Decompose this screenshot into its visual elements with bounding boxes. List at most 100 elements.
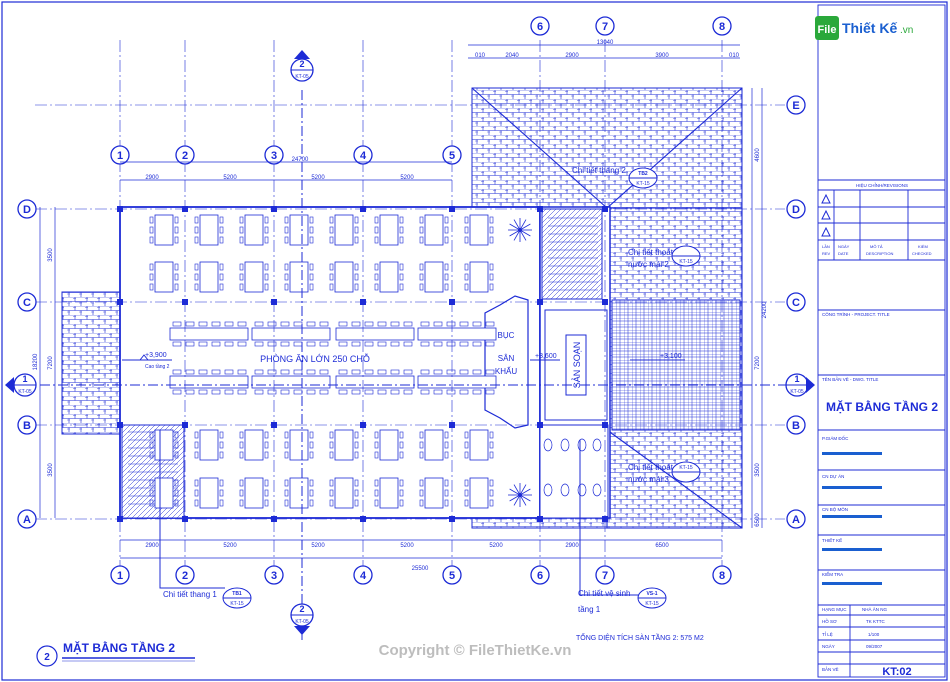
hall-outline bbox=[119, 206, 541, 519]
chair bbox=[374, 283, 379, 291]
chair bbox=[485, 369, 495, 375]
svg-text:File: File bbox=[818, 24, 837, 36]
chair bbox=[185, 321, 195, 327]
grid-bubble-label: 7 bbox=[602, 570, 608, 582]
chair bbox=[377, 389, 387, 395]
dim-right-total: 24200 bbox=[762, 301, 768, 318]
dim-bottom-span: 5200 bbox=[400, 543, 414, 549]
chair bbox=[444, 283, 449, 291]
chair bbox=[309, 431, 314, 439]
dim-bottom-span: 5200 bbox=[489, 543, 503, 549]
dim-right-top-span: 010 bbox=[729, 53, 740, 59]
chair bbox=[464, 236, 469, 244]
chair bbox=[319, 341, 329, 347]
chair bbox=[444, 451, 449, 459]
chair bbox=[374, 479, 379, 487]
chair bbox=[306, 321, 316, 327]
chair bbox=[390, 321, 400, 327]
dim-top-span: 5200 bbox=[223, 175, 237, 181]
dim-bottom-span: 2900 bbox=[145, 543, 159, 549]
column bbox=[271, 422, 277, 428]
chair bbox=[444, 236, 449, 244]
table bbox=[289, 429, 309, 461]
svg-text:NGÀY: NGÀY bbox=[822, 643, 835, 649]
chair bbox=[444, 273, 449, 281]
chair bbox=[239, 283, 244, 291]
svg-text:KT-15: KT-15 bbox=[645, 601, 659, 607]
chair bbox=[198, 321, 208, 327]
dim-right-top-span: 010 bbox=[475, 53, 486, 59]
logo: File Thiết Kế .vn bbox=[815, 16, 913, 40]
dim-right-top-span: 2040 bbox=[505, 53, 519, 59]
chair bbox=[338, 341, 348, 347]
svg-text:Chi tiết thang 2: Chi tiết thang 2 bbox=[572, 166, 626, 175]
grid-bubble bbox=[110, 565, 130, 585]
chair bbox=[354, 499, 359, 507]
grid-bubble bbox=[264, 145, 284, 165]
chair bbox=[354, 236, 359, 244]
svg-text:Chi tiết thang 1: Chi tiết thang 1 bbox=[163, 590, 217, 599]
grid-bubble-label: D bbox=[792, 204, 800, 216]
chair bbox=[419, 451, 424, 459]
chair bbox=[198, 369, 208, 375]
dim-bottom-span: 6500 bbox=[655, 543, 669, 549]
toilet bbox=[592, 438, 602, 452]
grid-bubble-label: 4 bbox=[360, 570, 367, 582]
table bbox=[244, 477, 264, 509]
chair bbox=[354, 283, 359, 291]
chair bbox=[354, 273, 359, 281]
dim-left-span: 3500 bbox=[48, 248, 54, 262]
chair bbox=[329, 226, 334, 234]
chair bbox=[464, 499, 469, 507]
grid-bubble bbox=[110, 145, 130, 165]
svg-text:.vn: .vn bbox=[900, 25, 913, 36]
chair bbox=[446, 321, 456, 327]
dining-tables bbox=[149, 214, 497, 509]
column bbox=[360, 299, 366, 305]
chair bbox=[174, 431, 179, 439]
grid-bubble bbox=[712, 565, 732, 585]
chair bbox=[264, 263, 269, 271]
chair bbox=[464, 216, 469, 224]
column bbox=[271, 206, 277, 212]
chair bbox=[224, 369, 234, 375]
table bbox=[469, 477, 489, 509]
grid-bubble-label: 5 bbox=[449, 150, 455, 162]
chair bbox=[264, 479, 269, 487]
chair bbox=[172, 341, 182, 347]
table bbox=[289, 477, 309, 509]
chair bbox=[264, 216, 269, 224]
chair bbox=[472, 389, 482, 395]
dim-top-total: 24700 bbox=[292, 157, 309, 163]
svg-text:KT:02: KT:02 bbox=[882, 666, 911, 678]
svg-text:MẶT BẰNG TẦNG 2: MẶT BẰNG TẦNG 2 bbox=[63, 640, 175, 655]
chair bbox=[219, 236, 224, 244]
chair bbox=[239, 479, 244, 487]
column bbox=[271, 516, 277, 522]
svg-text:Cao tầng 2: Cao tầng 2 bbox=[145, 364, 170, 370]
dim-top-span: 5200 bbox=[400, 175, 414, 181]
callout-stair1: Chi tiết thang 1 TB1 KT-15 bbox=[159, 430, 252, 609]
column bbox=[271, 299, 277, 305]
chair bbox=[254, 341, 264, 347]
chair bbox=[174, 216, 179, 224]
long-table bbox=[169, 327, 249, 341]
chair bbox=[399, 283, 404, 291]
signature-line bbox=[822, 582, 882, 585]
chair bbox=[219, 441, 224, 449]
grid-bubble-label: A bbox=[792, 514, 800, 526]
chair bbox=[149, 499, 154, 507]
chair bbox=[194, 431, 199, 439]
chair bbox=[364, 389, 374, 395]
svg-text:KIỂM: KIỂM bbox=[918, 244, 928, 249]
chair bbox=[172, 369, 182, 375]
chair bbox=[219, 226, 224, 234]
dim-left-span: 7200 bbox=[48, 356, 54, 370]
svg-text:nước mái 3: nước mái 3 bbox=[628, 475, 669, 484]
chair bbox=[172, 389, 182, 395]
svg-text:KT-15: KT-15 bbox=[679, 259, 693, 265]
chair bbox=[211, 321, 221, 327]
table bbox=[244, 429, 264, 461]
table bbox=[469, 261, 489, 293]
